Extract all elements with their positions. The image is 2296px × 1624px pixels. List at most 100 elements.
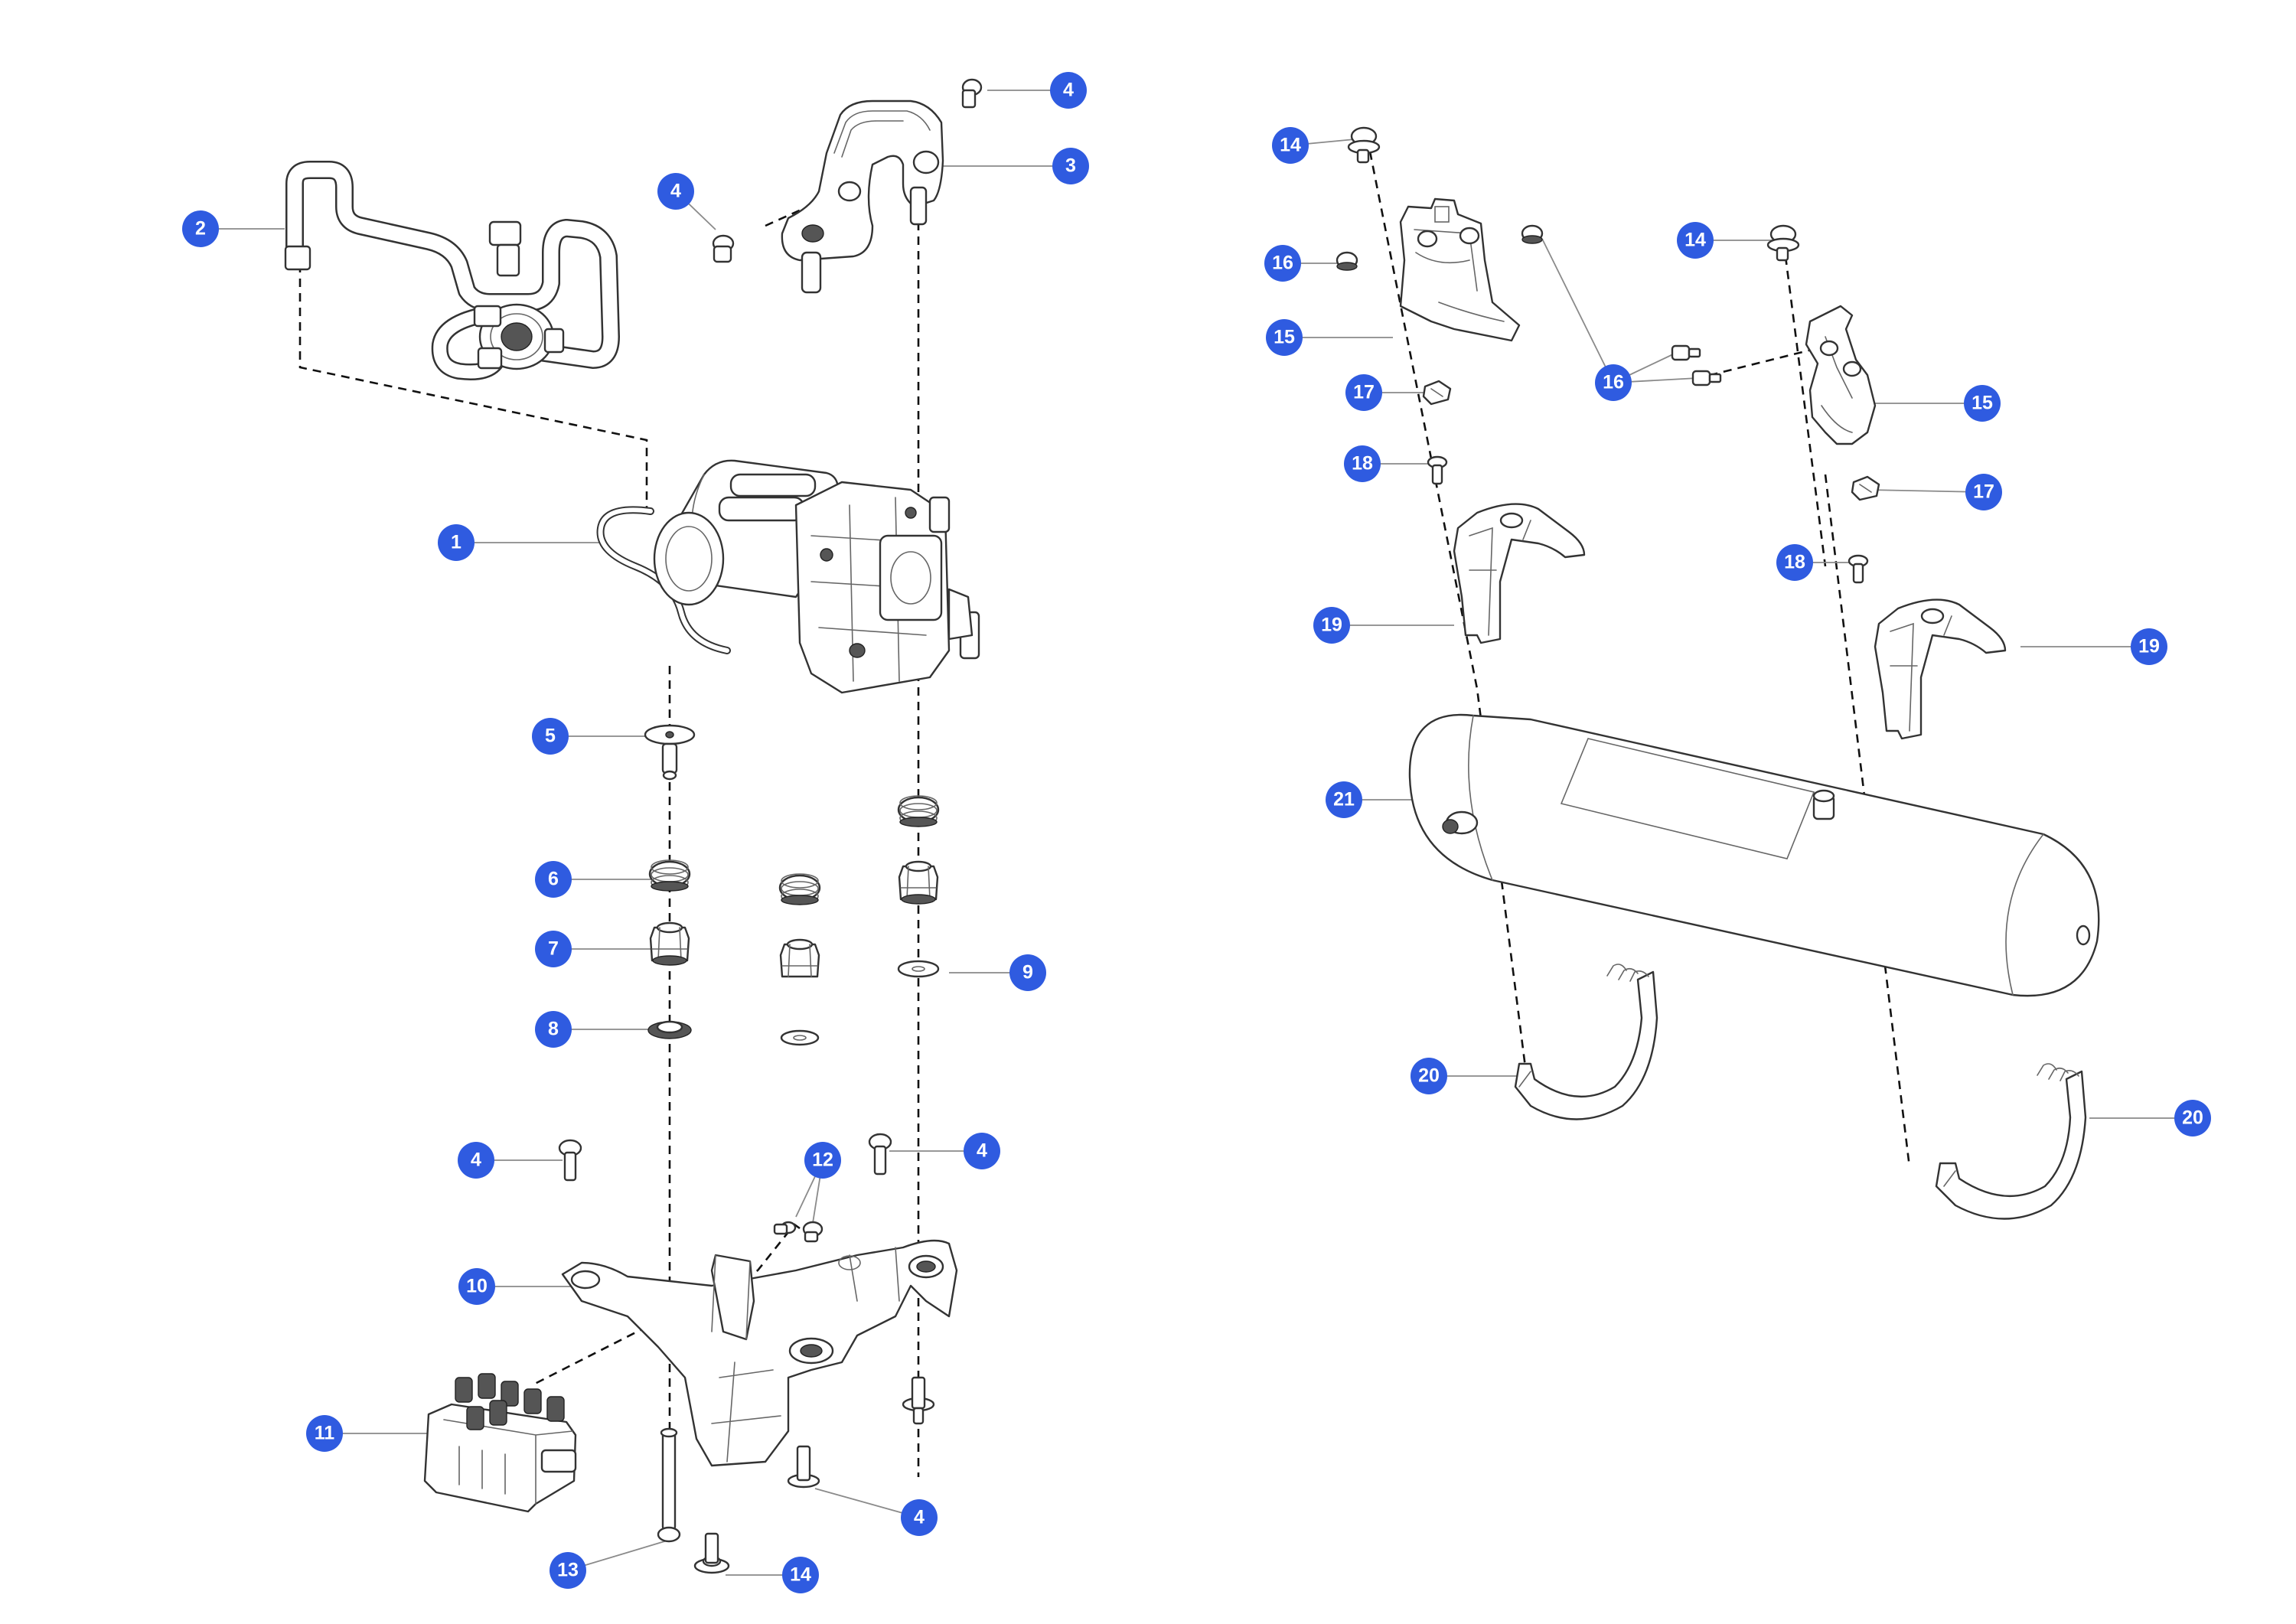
callout-20: 20 <box>2174 1100 2211 1136</box>
callout-number: 14 <box>790 1564 811 1586</box>
callout-badge <box>1411 1058 1447 1094</box>
tank-port-right <box>1812 789 1835 820</box>
callout-badge <box>532 718 569 755</box>
callout-19: 19 <box>1313 607 1350 644</box>
small-screws <box>773 1221 823 1243</box>
washer-middle <box>780 1029 820 1046</box>
air-hose-assembly <box>284 161 620 380</box>
spring-right <box>897 795 940 827</box>
callout-number: 15 <box>1274 327 1295 348</box>
callout-badge <box>535 861 572 898</box>
callout-badge <box>1344 445 1381 482</box>
callout-badge <box>1595 364 1632 401</box>
callout-badge <box>1677 222 1714 259</box>
callout-badge <box>1776 544 1813 581</box>
callout-8: 8 <box>535 1011 572 1048</box>
callout-5: 5 <box>532 718 569 755</box>
screw-18-right <box>1848 554 1869 584</box>
callout-number: 19 <box>1321 615 1342 636</box>
callout-14: 14 <box>1272 127 1309 164</box>
callout-15: 15 <box>1964 385 2001 422</box>
callout-number: 1 <box>451 532 461 553</box>
flange-bolt-mid <box>787 1445 820 1489</box>
callout-badge <box>964 1133 1000 1169</box>
mounting-bracket <box>561 1239 958 1467</box>
valve-block <box>423 1373 577 1513</box>
callout-badge <box>438 524 475 561</box>
callout-badge <box>1964 385 2001 422</box>
tank-port-left <box>1442 810 1479 835</box>
callout-10: 10 <box>458 1268 495 1305</box>
callout-badge <box>1965 474 2002 510</box>
callout-badge <box>458 1142 494 1179</box>
callout-badge <box>458 1268 495 1305</box>
washer-left <box>647 1020 692 1039</box>
callout-number: 9 <box>1022 962 1033 983</box>
bolt-top-right <box>1766 224 1800 262</box>
callout-6: 6 <box>535 861 572 898</box>
spring-middle <box>778 873 821 905</box>
callout-number: 14 <box>1684 230 1706 251</box>
grommet-left <box>649 921 690 966</box>
washer-right <box>897 960 940 978</box>
tank-saddle-right <box>1874 598 2007 740</box>
callout-badge <box>1345 374 1382 411</box>
callout-number: 5 <box>545 726 556 747</box>
callout-number: 20 <box>2182 1107 2203 1129</box>
bolt-top-left <box>1347 126 1381 164</box>
flange-bolt-bottom <box>693 1532 730 1574</box>
callout-1: 1 <box>438 524 475 561</box>
callout-number: 17 <box>1353 382 1375 403</box>
callout-badge <box>1313 607 1350 644</box>
callout-20: 20 <box>1411 1058 1447 1094</box>
tank-bracket-left <box>1399 197 1521 342</box>
callout-badge <box>782 1557 819 1593</box>
callout-badge <box>1009 954 1046 991</box>
callout-7: 7 <box>535 931 572 967</box>
callout-number: 18 <box>1352 453 1373 474</box>
callout-12: 12 <box>804 1142 841 1179</box>
screw-top <box>961 78 983 109</box>
callout-14: 14 <box>782 1557 819 1593</box>
callout-18: 18 <box>1344 445 1381 482</box>
callout-badge <box>1326 781 1362 818</box>
clip-right <box>1851 475 1880 501</box>
callout-19: 19 <box>2131 628 2167 665</box>
grommet-middle <box>779 938 820 978</box>
callout-number: 19 <box>2138 636 2160 657</box>
callout-13: 13 <box>550 1552 586 1589</box>
callout-number: 4 <box>977 1140 987 1162</box>
screw-18-left <box>1427 455 1448 485</box>
callout-badge <box>901 1499 938 1536</box>
flange-bolt-right <box>902 1376 935 1425</box>
callout-15: 15 <box>1266 319 1303 356</box>
callout-number: 20 <box>1418 1065 1440 1087</box>
callout-badge <box>550 1552 586 1589</box>
callout-badge <box>535 931 572 967</box>
grommet-right <box>898 860 939 905</box>
callout-number: 16 <box>1272 253 1293 274</box>
callout-3: 3 <box>1052 148 1089 184</box>
callout-number: 4 <box>471 1150 481 1171</box>
callout-4: 4 <box>901 1499 938 1536</box>
tank-strap-left <box>1514 964 1658 1120</box>
screw-lower-right <box>868 1133 892 1176</box>
callout-number: 18 <box>1784 552 1805 573</box>
callout-4: 4 <box>657 173 694 210</box>
callout-number: 2 <box>195 218 206 240</box>
callout-badge <box>1266 319 1303 356</box>
screw-lower-left <box>558 1139 582 1182</box>
callout-number: 17 <box>1973 481 1994 503</box>
callout-badge <box>1272 127 1309 164</box>
callout-badge <box>535 1011 572 1048</box>
callout-16: 16 <box>1264 245 1301 282</box>
bolt-16-a <box>1671 344 1701 361</box>
callout-4: 4 <box>964 1133 1000 1169</box>
callout-number: 16 <box>1603 372 1624 393</box>
callout-number: 11 <box>315 1423 335 1444</box>
screw-bracket <box>712 234 735 263</box>
tank-strap-right <box>1935 1063 2087 1220</box>
callout-badge <box>657 173 694 210</box>
